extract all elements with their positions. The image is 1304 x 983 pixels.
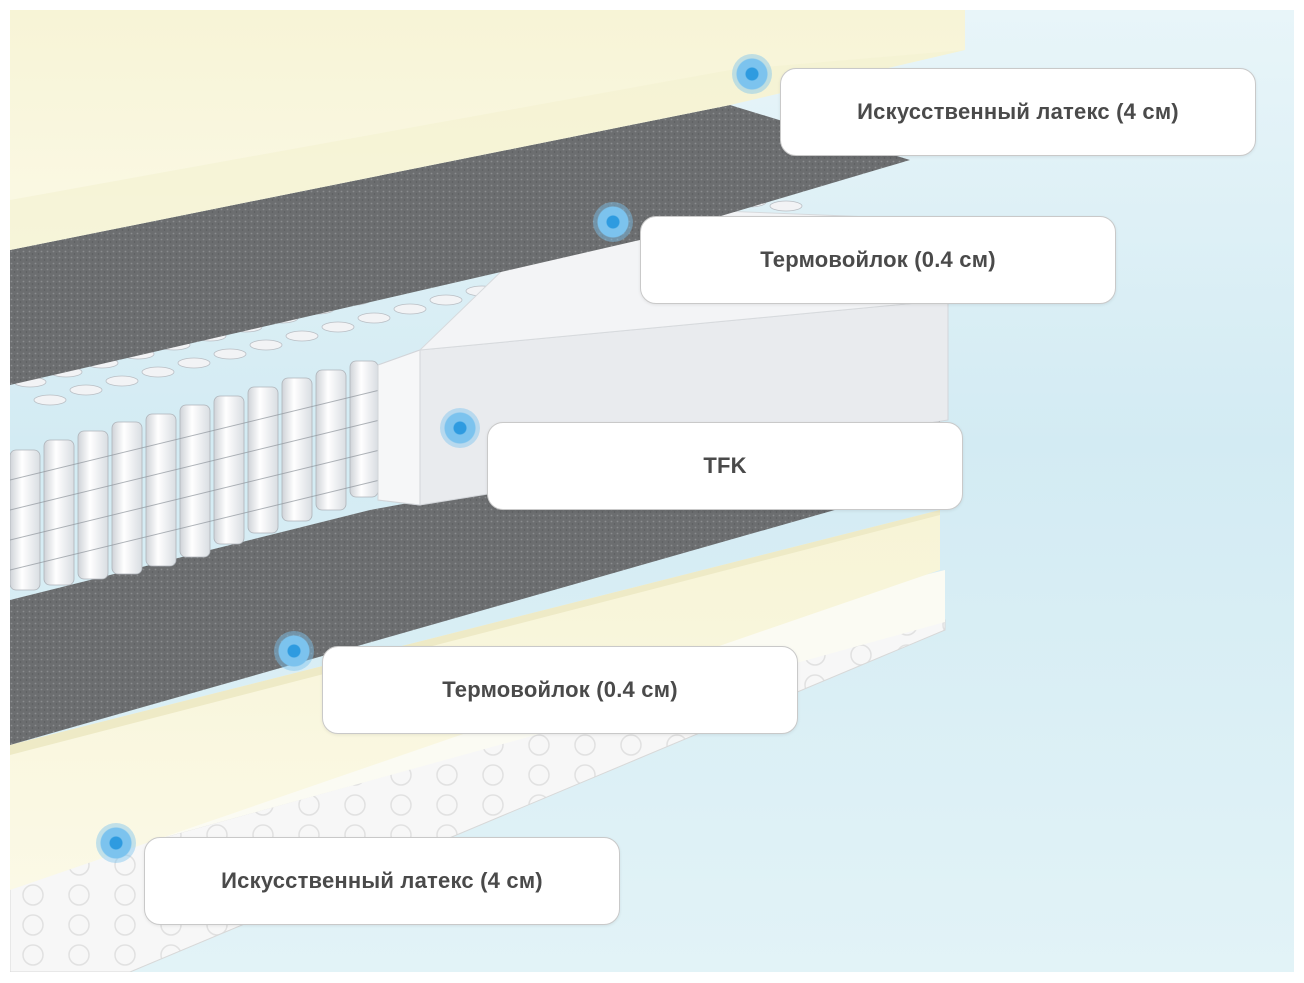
- label-bottom-latex: Искусственный латекс (4 см): [144, 837, 620, 925]
- layer-marker-icon: [440, 408, 480, 448]
- mattress-diagram: Искусственный латекс (4 см) Термовойлок …: [10, 10, 1294, 972]
- layer-marker-icon: [593, 202, 633, 242]
- spring-block: [10, 196, 803, 591]
- layer-marker-icon: [96, 823, 136, 863]
- layer-marker-icon: [732, 54, 772, 94]
- top-latex-layer: [10, 10, 965, 250]
- label-top-latex: Искусственный латекс (4 см): [780, 68, 1256, 156]
- label-top-felt: Термовойлок (0.4 см): [640, 216, 1116, 304]
- label-spring-block: TFK: [487, 422, 963, 510]
- top-felt-layer: [10, 105, 910, 385]
- mattress-layers-illustration: [10, 10, 965, 972]
- layer-marker-icon: [274, 631, 314, 671]
- label-bottom-felt: Термовойлок (0.4 см): [322, 646, 798, 734]
